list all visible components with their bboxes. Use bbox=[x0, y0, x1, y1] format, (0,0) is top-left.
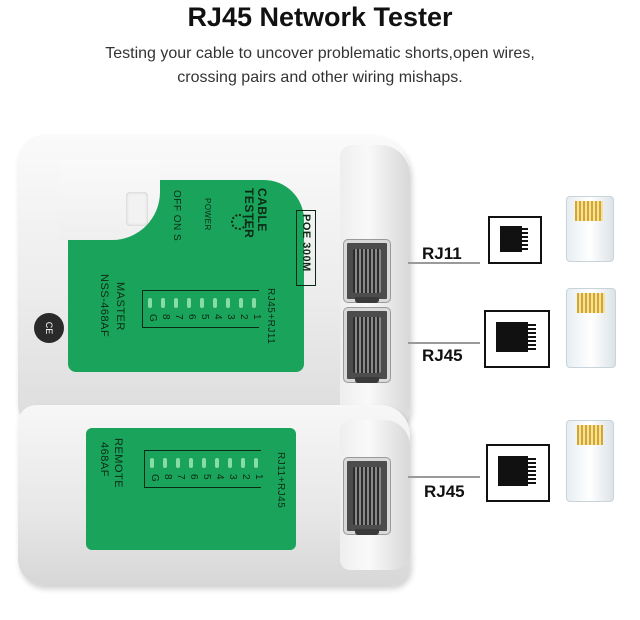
master-rj45-port[interactable] bbox=[344, 308, 390, 383]
power-led-icon bbox=[231, 214, 247, 230]
rj45-pinout-icon bbox=[484, 310, 550, 368]
led-indicator bbox=[148, 298, 152, 308]
led-number-label: 6 bbox=[186, 314, 197, 321]
led-indicator bbox=[202, 458, 206, 468]
led-number-label: 7 bbox=[175, 474, 186, 481]
led-number-label: G bbox=[149, 474, 160, 483]
led-indicator bbox=[226, 298, 230, 308]
master-model-label: NSS-468AF bbox=[98, 274, 110, 338]
led-number-label: 4 bbox=[212, 314, 223, 321]
rj45-pinout-icon bbox=[486, 444, 550, 502]
led-indicator bbox=[161, 298, 165, 308]
off-on-label: OFF ON S bbox=[171, 190, 182, 242]
led-number-label: 6 bbox=[188, 474, 199, 481]
led-number-label: 5 bbox=[199, 314, 210, 321]
led-indicator bbox=[174, 298, 178, 308]
rj45-plug-icon bbox=[566, 420, 614, 502]
poe-label-box bbox=[296, 210, 316, 286]
rj11-label: RJ11 bbox=[422, 244, 462, 263]
port-contacts bbox=[353, 249, 381, 293]
subtitle-line-2: crossing pairs and other wiring mishaps. bbox=[177, 69, 463, 86]
rj45-top-label: RJ45 bbox=[422, 346, 463, 365]
port-contacts bbox=[353, 467, 381, 525]
ce-mark-icon: CE bbox=[34, 313, 64, 343]
led-indicator bbox=[252, 298, 256, 308]
led-number-label: 3 bbox=[225, 314, 236, 321]
led-indicator bbox=[150, 458, 154, 468]
led-number-label: 3 bbox=[227, 474, 238, 481]
port-latch bbox=[355, 529, 379, 535]
master-ports-label: RJ45+RJ11 bbox=[265, 288, 276, 345]
power-label: POWER bbox=[203, 198, 212, 231]
remote-label: REMOTE bbox=[112, 438, 124, 489]
led-indicator bbox=[239, 298, 243, 308]
poe-label: POE 300M bbox=[300, 214, 312, 272]
led-indicator bbox=[213, 298, 217, 308]
led-indicator bbox=[228, 458, 232, 468]
led-indicator bbox=[176, 458, 180, 468]
callout-line-rj45-top bbox=[408, 342, 480, 344]
port-contacts bbox=[353, 317, 381, 373]
subtitle-line-1: Testing your cable to uncover problemati… bbox=[105, 45, 535, 62]
remote-rj45-port[interactable] bbox=[344, 458, 390, 535]
led-number-label: 7 bbox=[173, 314, 184, 321]
remote-led-bracket bbox=[144, 450, 261, 488]
rj11-pinout-icon bbox=[488, 216, 542, 264]
led-indicator bbox=[200, 298, 204, 308]
led-indicator bbox=[189, 458, 193, 468]
rj45-plug-icon bbox=[566, 288, 616, 368]
led-indicator bbox=[163, 458, 167, 468]
led-number-label: 1 bbox=[251, 314, 262, 321]
callout-line-rj45-bottom bbox=[408, 476, 480, 478]
remote-green-panel bbox=[86, 428, 296, 550]
port-latch bbox=[355, 297, 379, 303]
rj11-plug-icon bbox=[566, 196, 614, 262]
led-indicator bbox=[241, 458, 245, 468]
led-number-label: 2 bbox=[240, 474, 251, 481]
remote-model-label: 468AF bbox=[98, 442, 110, 477]
master-led-bracket bbox=[142, 290, 259, 328]
page-title: RJ45 Network Tester bbox=[187, 2, 453, 32]
led-indicator bbox=[254, 458, 258, 468]
led-number-label: G bbox=[147, 314, 158, 323]
rj45-bottom-label: RJ45 bbox=[424, 482, 465, 501]
master-label: MASTER bbox=[114, 282, 126, 331]
remote-ports-label: RJ11+RJ45 bbox=[275, 452, 286, 509]
led-number-label: 2 bbox=[238, 314, 249, 321]
page-subtitle: Testing your cable to uncover problemati… bbox=[0, 42, 640, 90]
led-number-label: 4 bbox=[214, 474, 225, 481]
led-number-label: 8 bbox=[160, 314, 171, 321]
led-indicator bbox=[187, 298, 191, 308]
led-number-label: 1 bbox=[253, 474, 264, 481]
port-latch bbox=[355, 377, 379, 383]
led-indicator bbox=[215, 458, 219, 468]
led-number-label: 5 bbox=[201, 474, 212, 481]
power-switch[interactable] bbox=[126, 192, 148, 226]
led-number-label: 8 bbox=[162, 474, 173, 481]
master-rj11-port[interactable] bbox=[344, 240, 390, 303]
callout-line-rj11 bbox=[408, 262, 480, 264]
